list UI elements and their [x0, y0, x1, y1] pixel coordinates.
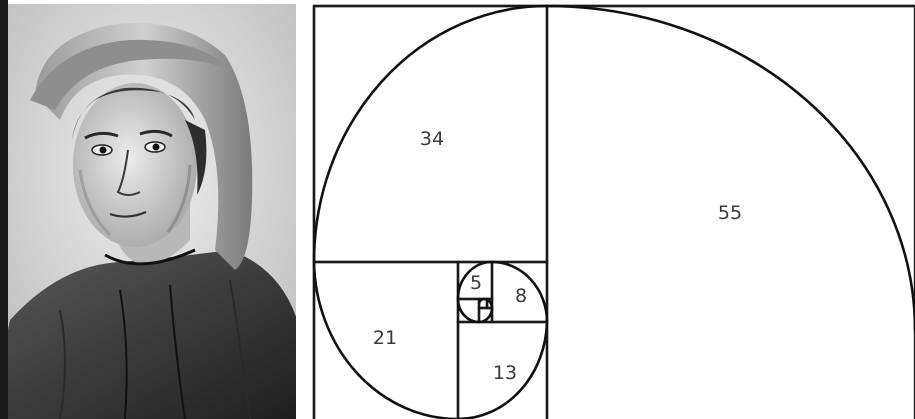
label-34: 34 — [420, 128, 444, 150]
label-21: 21 — [373, 327, 397, 349]
label-5: 5 — [470, 272, 482, 294]
photo-edge — [0, 0, 8, 419]
fibonacci-diagram: 55 34 21 13 8 5 — [313, 6, 915, 419]
label-13: 13 — [493, 362, 517, 384]
portrait — [0, 0, 300, 419]
spiral — [314, 6, 915, 419]
face — [73, 83, 197, 247]
label-8: 8 — [515, 285, 527, 307]
label-55: 55 — [718, 202, 742, 224]
